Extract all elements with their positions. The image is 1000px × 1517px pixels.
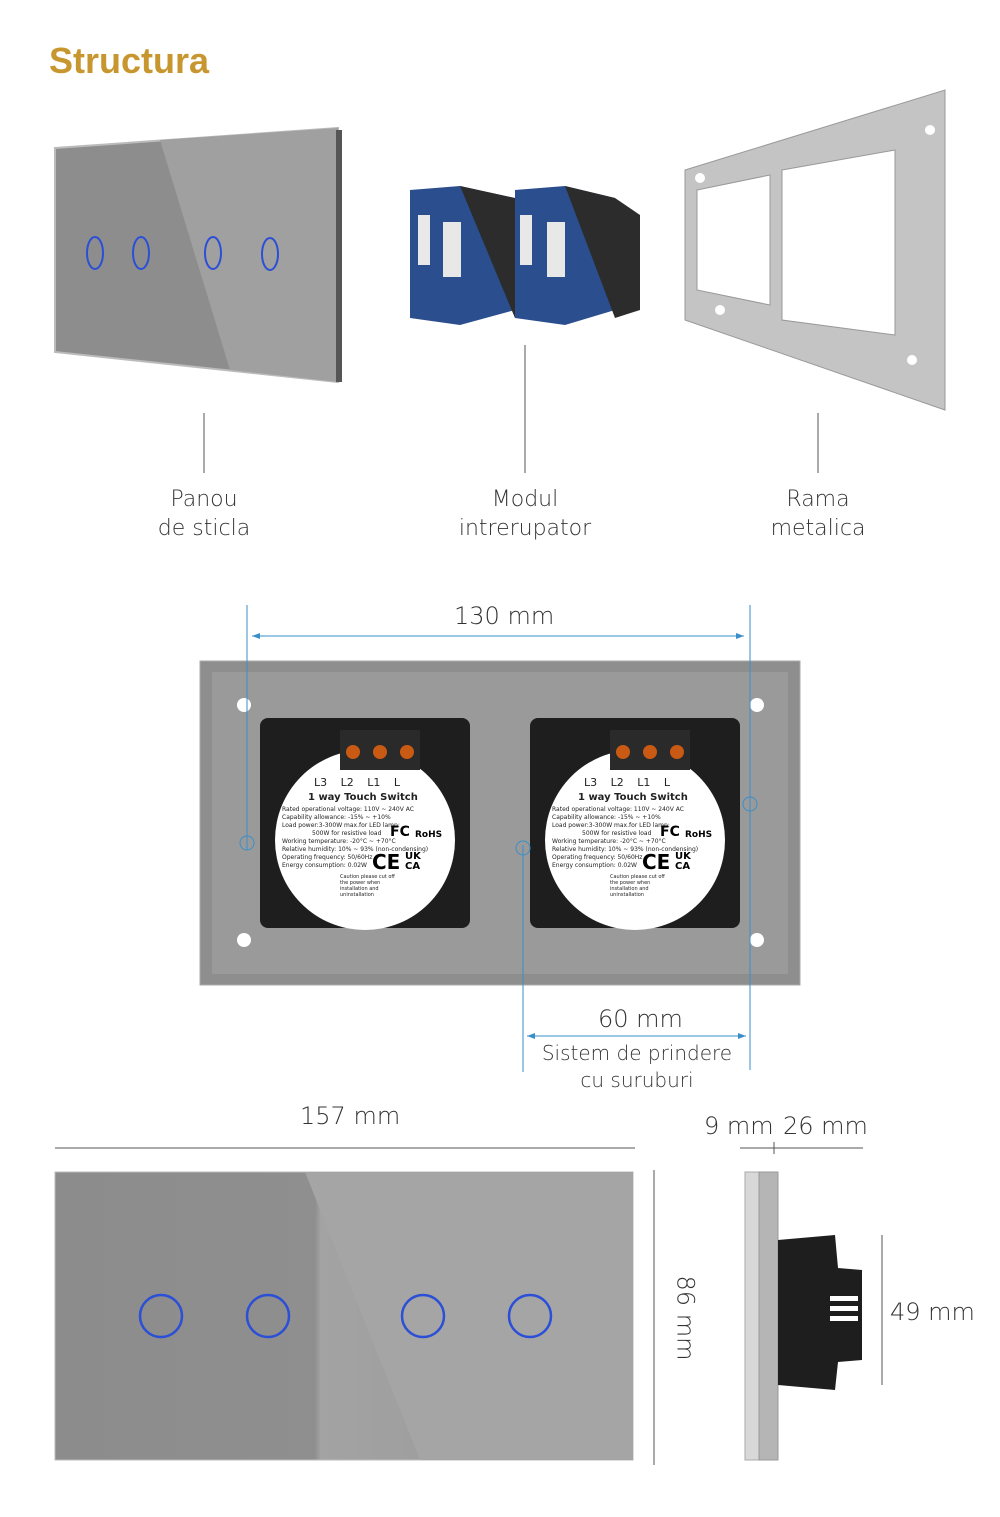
module-specs: Rated operational voltage: 110V ~ 240V A… bbox=[282, 806, 428, 870]
spec-line: Working temperature: -20°C ~ +70°C bbox=[282, 838, 396, 845]
screw-caption-line2: cu suruburi bbox=[580, 1068, 694, 1092]
back-view-image bbox=[199, 660, 801, 986]
glass-depth-label: 9 mm bbox=[704, 1112, 774, 1140]
module-depth-label: 26 mm bbox=[783, 1112, 868, 1140]
spec-line: Load power:3-300W max.for LED lamp: bbox=[282, 822, 400, 829]
metal-frame-image bbox=[684, 89, 946, 411]
module-terminals: L3 L2 L1 L bbox=[584, 776, 670, 789]
size-lines bbox=[55, 1142, 883, 1465]
rohs-mark: RoHS bbox=[415, 830, 443, 840]
module-height-label: 49 mm bbox=[890, 1298, 975, 1326]
module-name: 1 way Touch Switch bbox=[578, 792, 688, 803]
spec-line: Relative humidity: 10% ~ 93% (non-conden… bbox=[282, 846, 429, 853]
caution-text: Caution please cut off the power when in… bbox=[340, 874, 395, 898]
dimension-lines bbox=[239, 605, 758, 1072]
spec-line: Relative humidity: 10% ~ 93% (non-conden… bbox=[552, 846, 699, 853]
label-line: intrerupator bbox=[458, 516, 592, 541]
side-view-image bbox=[744, 1171, 862, 1461]
ce-mark: CE bbox=[372, 850, 401, 874]
ce-mark: CE bbox=[642, 850, 671, 874]
spec-line: Working temperature: -20°C ~ +70°C bbox=[552, 838, 666, 845]
module-specs: Rated operational voltage: 110V ~ 240V A… bbox=[552, 806, 698, 870]
label-line: metalica bbox=[770, 516, 866, 541]
caution-text: Caution please cut off the power when in… bbox=[610, 874, 665, 898]
spec-line: Operating frequency: 50/60Hz bbox=[552, 854, 643, 861]
switch-modules-image bbox=[410, 186, 640, 325]
screw-caption-line1: Sistem de prindere bbox=[541, 1041, 733, 1065]
height-label: 86 mm bbox=[671, 1275, 700, 1361]
spec-line: Energy consumption: 0.02W bbox=[552, 862, 637, 869]
fc-mark: FC bbox=[660, 824, 680, 840]
rohs-mark: RoHS bbox=[685, 830, 713, 840]
front-panel-image bbox=[54, 1171, 634, 1461]
spec-line: Operating frequency: 50/60Hz bbox=[282, 854, 373, 861]
spec-line: Rated operational voltage: 110V ~ 240V A… bbox=[552, 806, 684, 813]
spec-line: Capability allowance: -15% ~ +10% bbox=[282, 814, 391, 821]
fc-mark: FC bbox=[390, 824, 410, 840]
glass-panel-image bbox=[54, 126, 342, 384]
spec-line: Energy consumption: 0.02W bbox=[282, 862, 367, 869]
screw-spacing-label: 60 mm bbox=[598, 1005, 683, 1033]
spec-line: 500W for resistive load bbox=[582, 830, 652, 837]
component-label-glass-panel: Panou de sticla bbox=[84, 485, 324, 543]
spec-line: Capability allowance: -15% ~ +10% bbox=[552, 814, 661, 821]
ukca-mark: UK CA bbox=[405, 851, 421, 872]
ukca-mark: UK CA bbox=[675, 851, 691, 872]
spec-line: Load power:3-300W max.for LED lamp: bbox=[552, 822, 670, 829]
label-line: de sticla bbox=[157, 516, 251, 541]
label-line: Panou bbox=[170, 487, 238, 512]
label-line: Modul bbox=[491, 487, 559, 512]
spec-line: 500W for resistive load bbox=[312, 830, 382, 837]
module-name: 1 way Touch Switch bbox=[308, 792, 418, 803]
component-label-switch-module: Modul intrerupator bbox=[405, 485, 645, 543]
width-label: 157 mm bbox=[300, 1102, 401, 1130]
page-title: Structura bbox=[49, 40, 210, 81]
mount-spacing-label: 130 mm bbox=[454, 602, 555, 630]
label-line: Rama bbox=[786, 487, 850, 512]
module-terminals: L3 L2 L1 L bbox=[314, 776, 400, 789]
spec-line: Rated operational voltage: 110V ~ 240V A… bbox=[282, 806, 414, 813]
component-label-metal-frame: Rama metalica bbox=[698, 485, 938, 543]
